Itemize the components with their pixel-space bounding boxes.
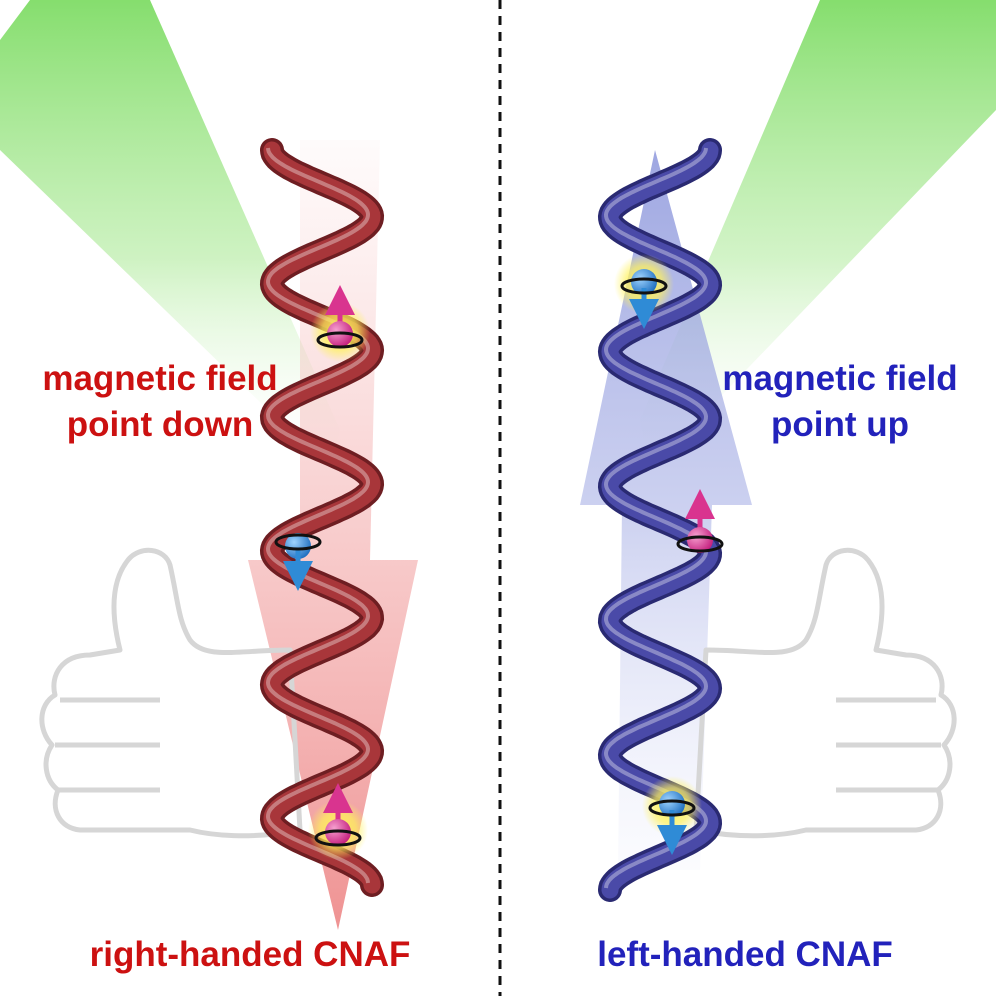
helix-tube <box>263 141 381 894</box>
helix-highlight <box>265 147 371 884</box>
field-label-up-line2: point up <box>770 405 909 444</box>
field-label-down-line1: magnetic field <box>42 359 278 398</box>
spin-up-electron <box>314 783 362 847</box>
left-handed-title: left-handed CNAF <box>597 935 893 974</box>
light-beam-left <box>0 0 340 470</box>
spin-down-electron <box>648 791 696 855</box>
light-beam-right <box>640 0 996 470</box>
spin-down-electron <box>620 269 668 329</box>
left-handed-helix <box>597 138 723 902</box>
field-arrow-down <box>248 140 418 930</box>
field-label-down-line2: point down <box>66 405 254 444</box>
thumbs-up-icon-left <box>39 548 303 839</box>
thumbs-up-icon-right <box>693 548 957 839</box>
field-label-up-line1: magnetic field <box>722 359 958 398</box>
helix-highlight <box>603 147 709 889</box>
right-handed-title: right-handed CNAF <box>89 935 411 974</box>
right-handed-helix <box>259 138 385 897</box>
spin-up-electron <box>676 489 724 553</box>
spin-down-electron <box>274 533 322 591</box>
helix-tube <box>601 141 719 899</box>
spin-up-electron <box>316 285 364 349</box>
